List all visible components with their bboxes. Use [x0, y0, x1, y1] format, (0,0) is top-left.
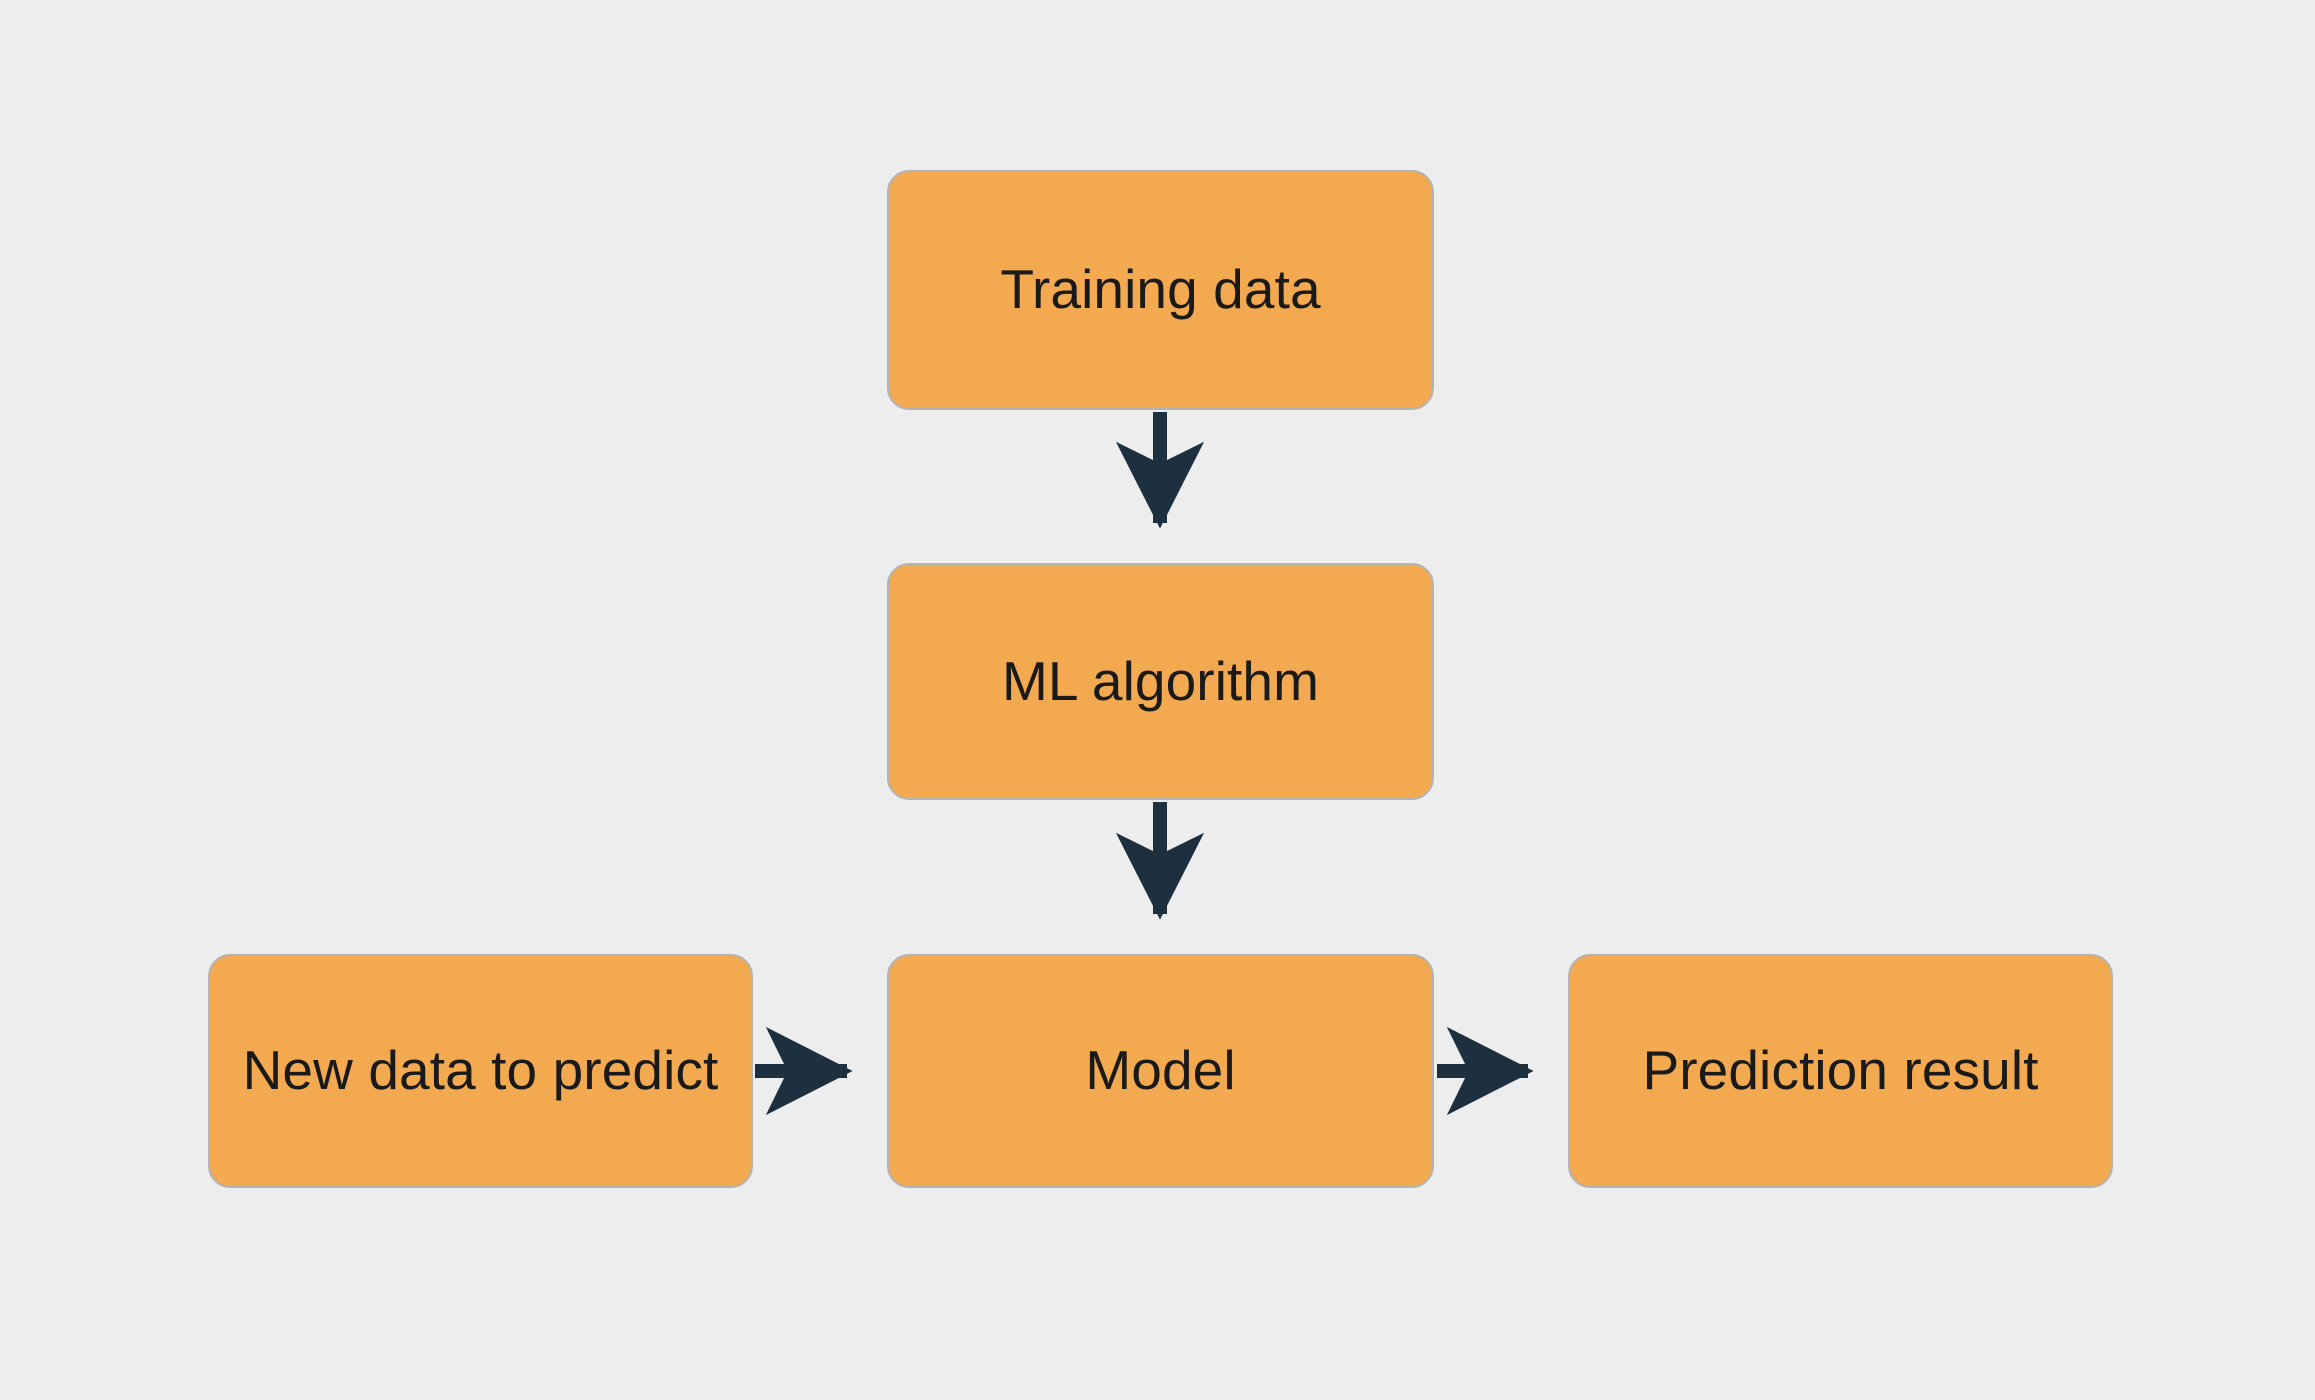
node-training-data[interactable]: Training data — [887, 170, 1434, 410]
node-ml-algorithm[interactable]: ML algorithm — [887, 563, 1434, 800]
node-prediction-result[interactable]: Prediction result — [1568, 954, 2113, 1188]
node-label-model: Model — [1085, 1039, 1236, 1102]
node-model[interactable]: Model — [887, 954, 1434, 1188]
node-new-data-to-predict[interactable]: New data to predict — [208, 954, 753, 1188]
node-label-prediction-result: Prediction result — [1642, 1039, 2039, 1102]
node-label-new-data-to-predict: New data to predict — [242, 1039, 719, 1102]
node-label-training-data: Training data — [1000, 258, 1321, 321]
node-label-ml-algorithm: ML algorithm — [1001, 649, 1320, 712]
